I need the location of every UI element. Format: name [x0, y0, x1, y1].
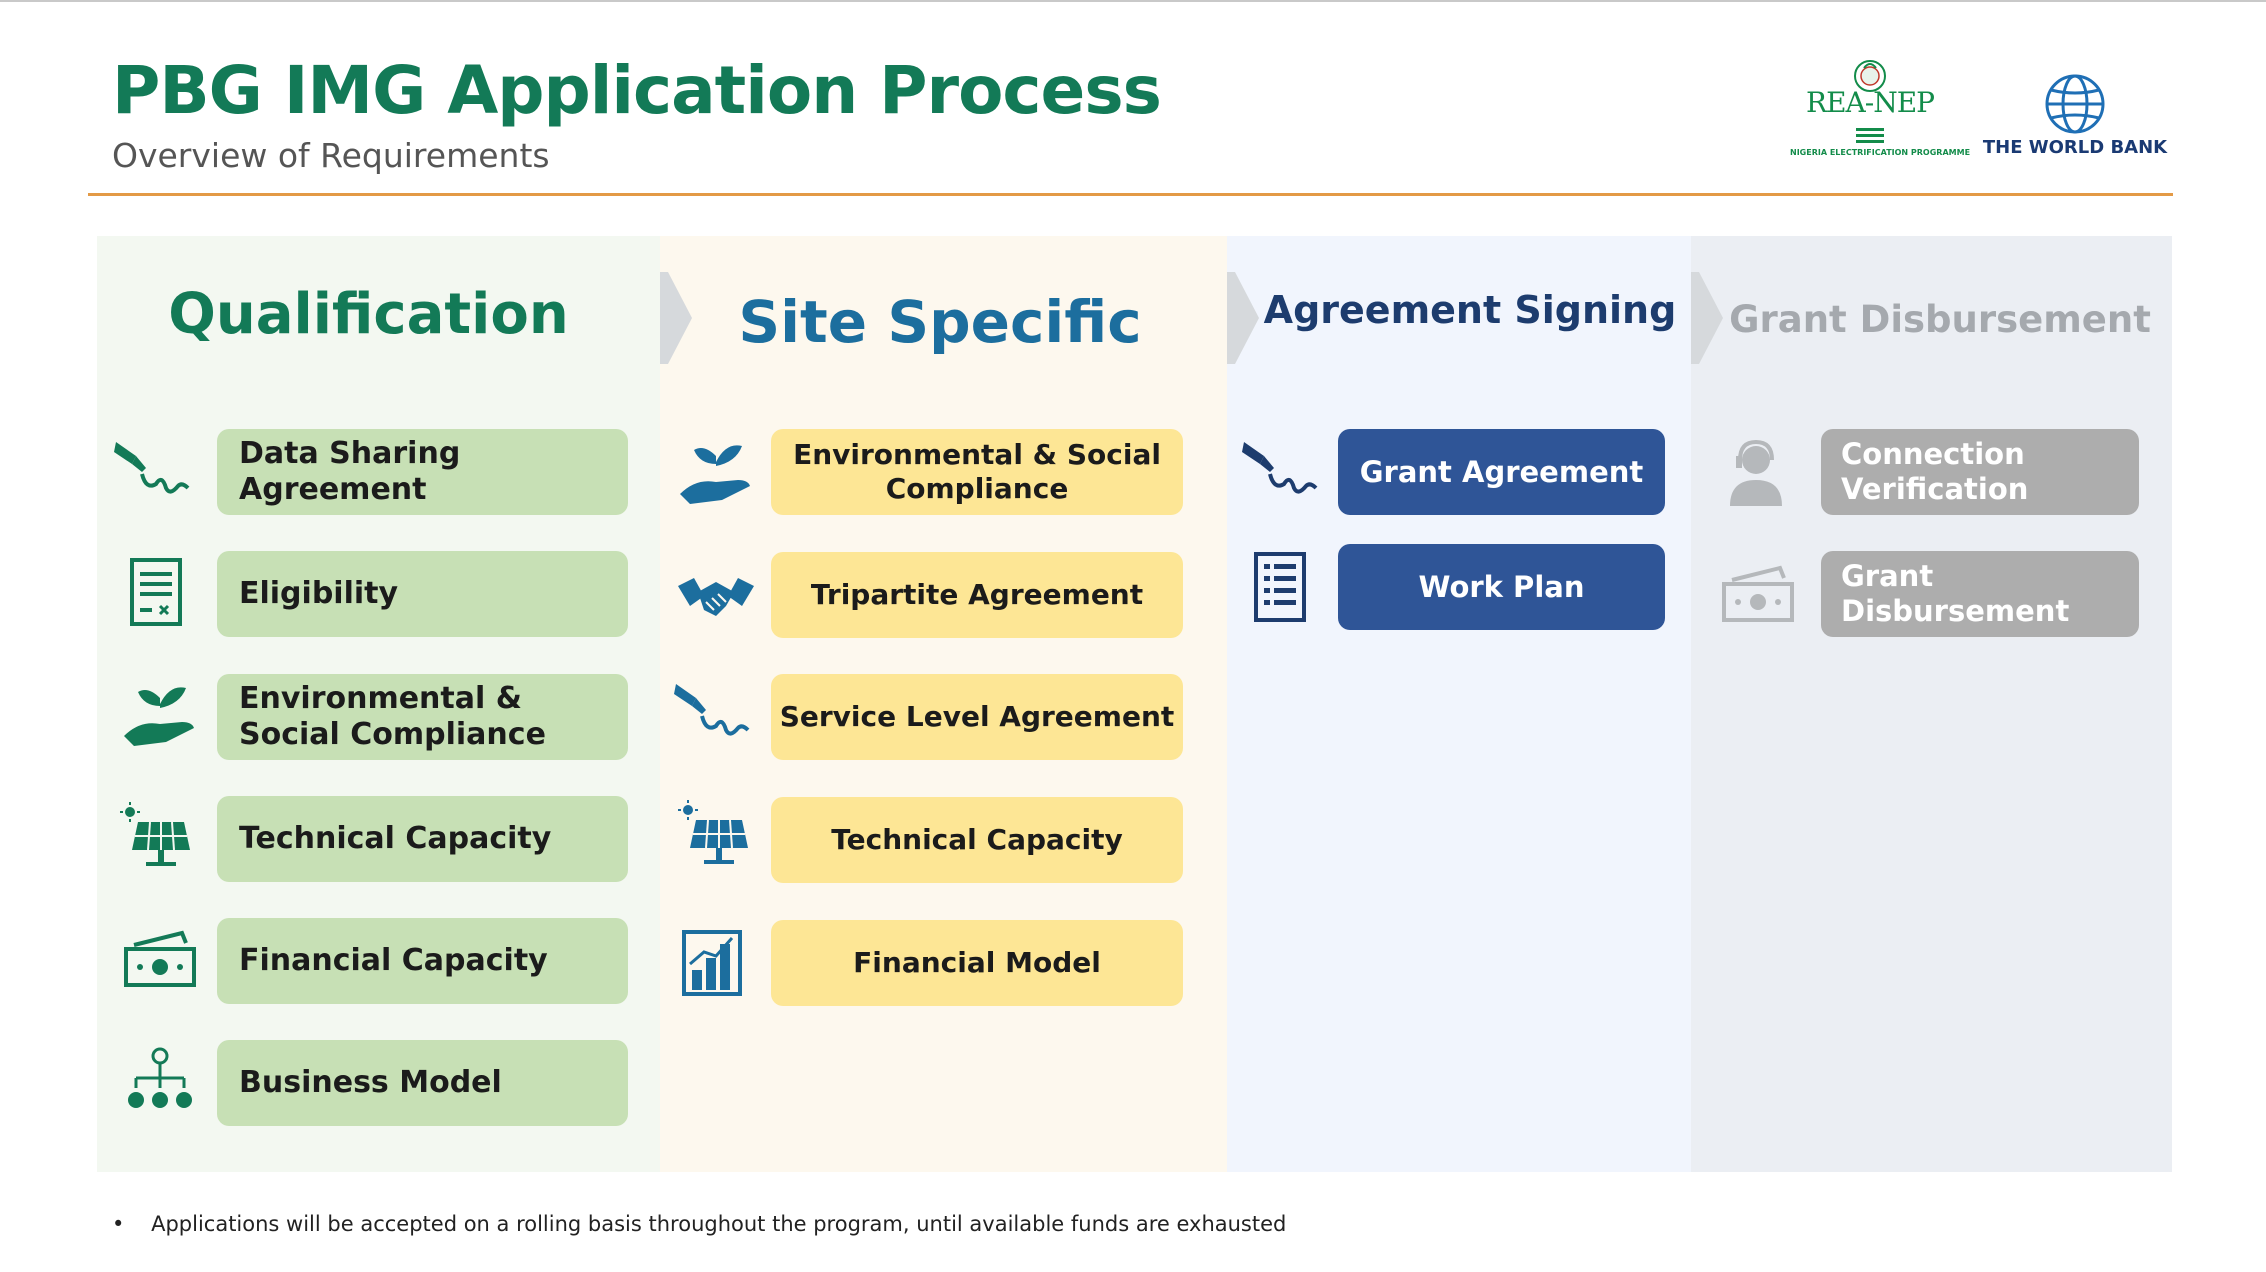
chevron-right-icon	[1691, 272, 1723, 364]
qualification-item-env-social: Environmental & Social Compliance	[217, 674, 628, 760]
footnote: • Applications will be accepted on a rol…	[112, 1212, 1286, 1236]
support-agent-icon	[1730, 439, 1782, 506]
qualification-item-financial: Financial Capacity	[217, 918, 628, 1004]
rea-name: REA-NEP	[1806, 86, 1935, 119]
globe-icon	[2045, 74, 2105, 134]
footnote-text: Applications will be accepted on a rolli…	[151, 1212, 1287, 1236]
top-border	[0, 0, 2266, 2]
page-title: PBG IMG Application Process	[112, 52, 1162, 129]
handshake-icon	[678, 578, 754, 616]
site-item-service-level: Service Level Agreement	[771, 674, 1183, 760]
rea-bars-icon	[1856, 128, 1884, 146]
site-item-tripartite: Tripartite Agreement	[771, 552, 1183, 638]
site-specific-heading: Site Specific	[738, 288, 1142, 356]
qualification-item-business-model: Business Model	[217, 1040, 628, 1126]
site-item-technical: Technical Capacity	[771, 797, 1183, 883]
chevron-right-icon	[660, 272, 692, 364]
org-chart-icon	[128, 1047, 192, 1108]
site-item-financial-model: Financial Model	[771, 920, 1183, 1006]
signature-icon	[114, 442, 190, 494]
signature-icon	[1242, 442, 1318, 494]
signature-icon	[674, 684, 750, 736]
bullet-icon: •	[112, 1212, 152, 1236]
header-divider	[88, 193, 2173, 196]
disbursement-item-connection: Connection Verification	[1821, 429, 2139, 515]
plant-hand-icon	[124, 687, 194, 746]
rea-nep-logo: REA-NEP NIGERIA ELECTRIFICATION PROGRAMM…	[1790, 56, 1971, 164]
world-bank-caption: THE WORLD BANK	[1982, 137, 2168, 158]
cash-icon	[124, 930, 196, 987]
grant-disbursement-column	[1691, 236, 2172, 1172]
qualification-item-technical: Technical Capacity	[217, 796, 628, 882]
rea-emblem-icon	[1854, 60, 1886, 92]
cash-icon	[1722, 565, 1794, 622]
solar-panel-icon	[120, 802, 190, 866]
agreement-item-grant: Grant Agreement	[1338, 429, 1665, 515]
chevron-right-icon	[1227, 272, 1259, 364]
qualification-item-data-sharing: Data Sharing Agreement	[217, 429, 628, 515]
world-bank-logo: THE WORLD BANK	[1980, 72, 2170, 162]
grant-disbursement-heading: Grant Disbursement	[1729, 298, 2151, 341]
disbursement-item-grant: Grant Disbursement	[1821, 551, 2139, 637]
qualification-heading: Qualification	[168, 282, 569, 347]
page-subtitle: Overview of Requirements	[112, 136, 550, 175]
plant-hand-icon	[680, 445, 750, 504]
site-item-env-social: Environmental & Social Compliance	[771, 429, 1183, 515]
document-icon	[130, 558, 182, 626]
agreement-signing-heading: Agreement Signing	[1263, 288, 1677, 332]
checklist-icon	[1254, 552, 1306, 622]
rea-caption: NIGERIA ELECTRIFICATION PROGRAMME	[1790, 148, 1971, 157]
agreement-signing-column	[1227, 236, 1691, 1172]
agreement-item-work-plan: Work Plan	[1338, 544, 1665, 630]
bar-chart-icon	[682, 930, 742, 996]
solar-panel-icon	[678, 800, 748, 864]
qualification-item-eligibility: Eligibility	[217, 551, 628, 637]
